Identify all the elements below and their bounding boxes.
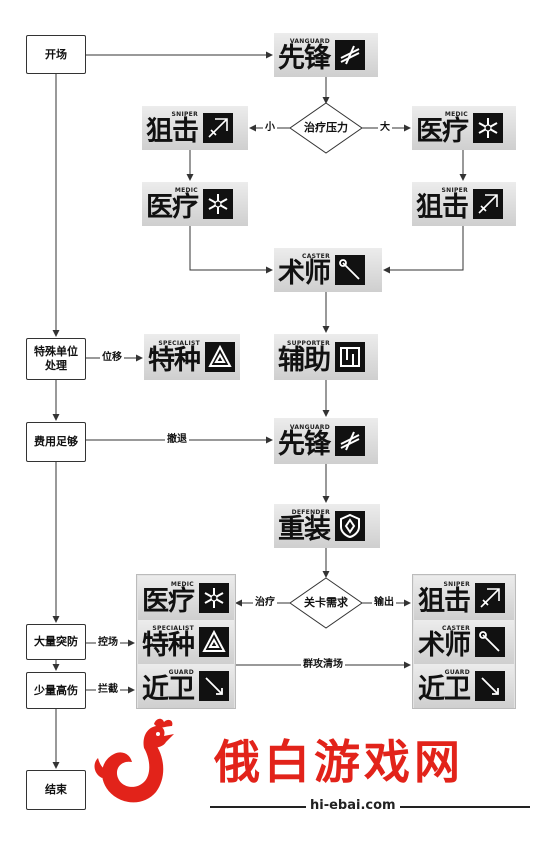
- special-unit-box: 特殊单位 处理: [26, 338, 86, 380]
- edge-label-block: 拦截: [96, 684, 120, 696]
- specialist-icon: [205, 342, 235, 372]
- caster-icon: [475, 627, 505, 657]
- medic-icon: [203, 189, 233, 219]
- medic-class-en: MEDIC: [174, 186, 198, 194]
- edge-label-displace: 位移: [100, 352, 124, 364]
- sniper-icon: [203, 113, 233, 143]
- guard-class-en: GUARD: [168, 668, 194, 676]
- medic-class-zh: 医疗: [416, 115, 469, 147]
- sniper-icon: [473, 189, 503, 219]
- stage-need-label: 关卡需求: [304, 596, 348, 609]
- supporter-icon: [335, 342, 365, 372]
- caster-class-en: CASTER: [442, 624, 470, 632]
- edge-label-small: 小: [263, 122, 277, 134]
- specialist-class-zh: 特种: [142, 629, 195, 661]
- heal-pressure-diamond: [289, 102, 363, 154]
- medic-icon: [199, 583, 229, 613]
- guard-icon: [475, 671, 505, 701]
- heal-pressure-label: 治疗压力: [304, 121, 348, 134]
- defender-icon: [335, 511, 365, 541]
- sniper-class-en: SNIPER: [171, 110, 198, 118]
- specialist-icon: [199, 627, 229, 657]
- specialist-class-en: SPECIALIST: [158, 339, 200, 347]
- vanguard-icon: [335, 40, 365, 70]
- watermark-url: hi-ebai.com: [306, 798, 400, 813]
- caster-class-zh: 术师: [278, 257, 331, 289]
- cost-enough-box: 费用足够: [26, 422, 86, 462]
- vanguard-icon: [335, 426, 365, 456]
- sniper-icon: [475, 583, 505, 613]
- few-high-damage-box: 少量高伤: [26, 672, 86, 709]
- rooster-logo: [94, 718, 174, 803]
- sniper-class-zh: 狙击: [416, 191, 469, 223]
- caster-class-en: CASTER: [302, 252, 330, 260]
- end-box: 结束: [26, 770, 86, 810]
- medic-class-en: MEDIC: [444, 110, 468, 118]
- vanguard-class-zh: 先锋: [278, 428, 331, 460]
- vanguard-class-en: VANGUARD: [289, 423, 330, 431]
- vanguard-class-zh: 先锋: [278, 42, 331, 74]
- stage-need-diamond: [289, 577, 363, 629]
- medic-class-zh: 医疗: [142, 585, 195, 617]
- edge-label-retreat: 撤退: [165, 434, 189, 446]
- vanguard-class-en: VANGUARD: [289, 37, 330, 45]
- guard-icon: [199, 671, 229, 701]
- caster-icon: [335, 255, 365, 285]
- guard-class-zh: 近卫: [418, 673, 471, 705]
- guard-class-en: GUARD: [444, 668, 470, 676]
- edge-label-heal: 治疗: [253, 597, 277, 609]
- medic-class-zh: 医疗: [146, 191, 199, 223]
- guard-class-zh: 近卫: [142, 673, 195, 705]
- specialist-class-zh: 特种: [148, 344, 201, 376]
- edge-label-control: 控场: [96, 637, 120, 649]
- edge-label-big: 大: [378, 122, 392, 134]
- watermark-brand: 俄白游戏网: [214, 735, 464, 789]
- start-box: 开场: [26, 35, 86, 74]
- specialist-class-en: SPECIALIST: [152, 624, 194, 632]
- caster-class-zh: 术师: [418, 629, 471, 661]
- medic-class-en: MEDIC: [170, 580, 194, 588]
- defender-class-zh: 重装: [278, 513, 331, 545]
- supporter-class-en: SUPPORTER: [287, 339, 330, 347]
- edge-label-dps: 输出: [372, 597, 396, 609]
- sniper-class-en: SNIPER: [443, 580, 470, 588]
- edge-label-clear: 群攻清场: [301, 659, 345, 671]
- mass-rush-box: 大量突防: [26, 624, 86, 660]
- medic-icon: [473, 113, 503, 143]
- sniper-class-zh: 狙击: [418, 585, 471, 617]
- defender-class-en: DEFENDER: [291, 508, 330, 516]
- supporter-class-zh: 辅助: [278, 344, 331, 376]
- sniper-class-zh: 狙击: [146, 115, 199, 147]
- sniper-class-en: SNIPER: [441, 186, 468, 194]
